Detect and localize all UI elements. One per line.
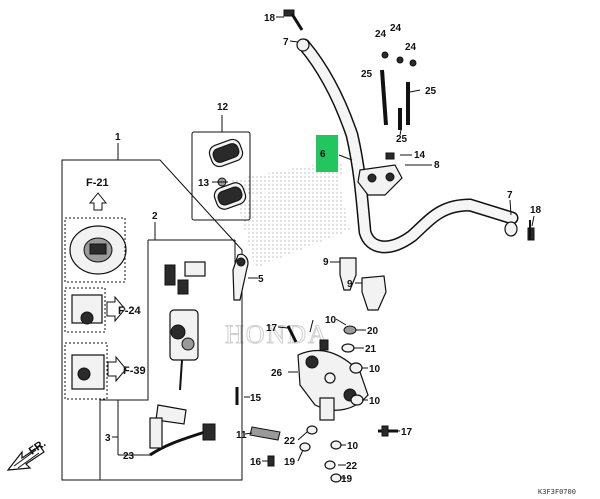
callout-17-left[interactable]: 17 (266, 323, 278, 334)
group-1-outline (61, 159, 243, 481)
callout-21[interactable]: 21 (365, 344, 377, 355)
leader-lines (112, 16, 535, 479)
callout-9-right[interactable]: 9 (347, 279, 353, 290)
handlebar (283, 9, 535, 254)
callout-22-right[interactable]: 22 (346, 461, 358, 472)
callout-14[interactable]: 14 (414, 150, 426, 161)
callout-10-bottom[interactable]: 10 (347, 441, 359, 452)
callout-13[interactable]: 13 (198, 178, 210, 189)
footer-code: K3F3F0700 (538, 488, 576, 496)
ref-label-f21[interactable]: F-21 (86, 177, 109, 189)
callout-5[interactable]: 5 (258, 274, 264, 285)
ref-arrow-f21 (88, 192, 108, 211)
hatch-rays (230, 160, 350, 268)
callout-11[interactable]: 11 (236, 430, 247, 441)
helmet-lock (64, 342, 108, 400)
callout-12[interactable]: 12 (217, 102, 229, 113)
callout-17-right[interactable]: 17 (401, 427, 413, 438)
callout-6[interactable]: 6 (320, 149, 326, 160)
callout-22-left[interactable]: 22 (284, 436, 296, 447)
ignition-switch (149, 261, 216, 457)
ref-arrow-f39 (107, 355, 127, 383)
ref-arrow-f24 (106, 295, 126, 323)
remote-key (208, 138, 247, 210)
callout-20[interactable]: 20 (367, 326, 379, 337)
group-2-outline (99, 240, 149, 480)
highlight-part-6[interactable] (316, 135, 338, 172)
callout-23[interactable]: 23 (123, 451, 135, 462)
callout-9-left[interactable]: 9 (323, 257, 329, 268)
top-bridge (249, 325, 398, 483)
callout-10-top[interactable]: 10 (325, 315, 337, 326)
callout-19-left[interactable]: 19 (284, 457, 296, 468)
callout-18-top[interactable]: 18 (264, 13, 276, 24)
ref-label-f24[interactable]: F-24 (118, 305, 142, 317)
callout-26[interactable]: 26 (271, 368, 283, 379)
callout-10-mid[interactable]: 10 (369, 364, 381, 375)
callout-10-low[interactable]: 10 (369, 396, 381, 407)
lower-holders (339, 257, 387, 353)
callout-25-b[interactable]: 25 (425, 86, 437, 97)
callout-25-a[interactable]: 25 (361, 69, 373, 80)
seat-lock (64, 287, 106, 333)
ref-label-f39[interactable]: F-39 (123, 365, 146, 377)
callout-2[interactable]: 2 (152, 211, 158, 222)
callout-7-left[interactable]: 7 (283, 37, 289, 48)
callout-24-c[interactable]: 24 (405, 42, 417, 53)
callout-18-right[interactable]: 18 (530, 205, 542, 216)
group-12-box (191, 131, 251, 221)
callout-7-right[interactable]: 7 (507, 190, 513, 201)
callout-16[interactable]: 16 (250, 457, 262, 468)
callout-24-a[interactable]: 24 (375, 29, 387, 40)
front-direction-arrow (6, 445, 45, 471)
callout-8[interactable]: 8 (434, 160, 440, 171)
upper-holder (357, 51, 417, 196)
fuel-cap (64, 217, 127, 283)
switch-part-5 (232, 253, 249, 301)
callout-24-b[interactable]: 24 (390, 23, 402, 34)
callout-19-bottom[interactable]: 19 (341, 474, 353, 485)
callout-1[interactable]: 1 (115, 132, 121, 143)
callout-3[interactable]: 3 (105, 433, 111, 444)
callout-25-c[interactable]: 25 (396, 134, 408, 145)
callout-15[interactable]: 15 (250, 393, 262, 404)
